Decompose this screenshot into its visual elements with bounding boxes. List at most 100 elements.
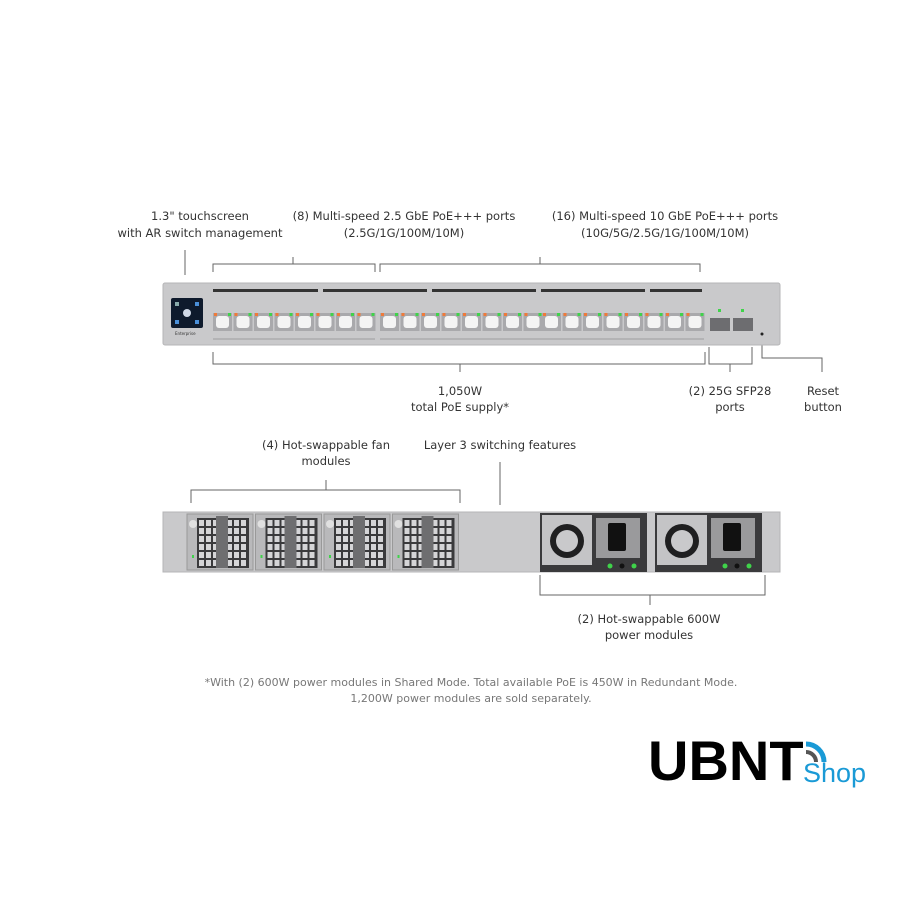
rj45-port[interactable] xyxy=(400,313,420,331)
rj45-port[interactable] xyxy=(254,313,273,331)
wifi-icon xyxy=(805,741,827,763)
port-led xyxy=(598,313,601,316)
port-led xyxy=(310,313,313,316)
port-led xyxy=(214,313,217,316)
ports16-label-2: (10G/5G/2.5G/1G/100M/10M) xyxy=(581,226,749,240)
port-led xyxy=(563,313,567,316)
port-led xyxy=(442,313,446,316)
touchscreen-label-2: with AR switch management xyxy=(118,226,283,240)
fan-module[interactable] xyxy=(255,513,322,571)
port-led xyxy=(497,313,501,316)
port-led xyxy=(463,313,466,316)
port-led xyxy=(316,313,320,316)
rj45-port[interactable] xyxy=(503,313,522,331)
port-led xyxy=(518,313,521,316)
power-inlet-icon xyxy=(723,523,741,551)
layer3-label: Layer 3 switching features xyxy=(424,438,576,452)
port-led xyxy=(618,313,622,316)
port-led xyxy=(357,313,361,316)
rj45-port[interactable] xyxy=(315,313,335,331)
fans-label-1: (4) Hot-swappable fan xyxy=(262,438,390,452)
rj45-port[interactable] xyxy=(482,313,502,331)
rj45-port[interactable] xyxy=(213,313,232,331)
touchscreen-label-1: 1.3" touchscreen xyxy=(151,209,249,223)
port-led xyxy=(557,313,560,316)
rj45-port[interactable] xyxy=(462,313,481,331)
enterprise-badge: Enterprise xyxy=(175,331,196,336)
port-led xyxy=(234,313,238,316)
port-led xyxy=(524,313,528,316)
sfp28-port-2[interactable] xyxy=(733,309,753,331)
port-led xyxy=(422,313,425,316)
power-module[interactable] xyxy=(655,513,762,572)
touchscreen-display[interactable] xyxy=(171,298,203,328)
port-led xyxy=(625,313,628,316)
fan-module[interactable] xyxy=(323,513,391,571)
power-module[interactable] xyxy=(540,513,647,572)
port-led xyxy=(456,313,460,316)
sfp-label-1: (2) 25G SFP28 xyxy=(689,384,772,398)
port-led xyxy=(639,313,642,316)
rj45-port[interactable] xyxy=(421,313,440,331)
port-led xyxy=(577,313,581,316)
rj45-port[interactable] xyxy=(644,313,664,331)
rj45-port[interactable] xyxy=(624,313,643,331)
port-group-label-strip xyxy=(380,338,542,340)
rj45-port[interactable] xyxy=(356,313,376,331)
footnote-line-2: 1,200W power modules are sold separately… xyxy=(350,692,591,705)
port-led xyxy=(543,313,546,316)
rj45-port[interactable] xyxy=(380,313,399,331)
ubnt-shop-logo: UBNT Shop xyxy=(648,729,866,792)
port-led xyxy=(289,313,293,316)
port-led xyxy=(381,313,384,316)
port-led xyxy=(700,313,704,316)
sfp28-port-1[interactable] xyxy=(710,309,730,331)
logo-sub: Shop xyxy=(803,758,866,788)
port-led xyxy=(228,313,231,316)
port-led xyxy=(477,313,480,316)
rj45-port[interactable] xyxy=(685,313,705,331)
rj45-port[interactable] xyxy=(523,313,543,331)
rj45-port[interactable] xyxy=(542,313,561,331)
rj45-port[interactable] xyxy=(295,313,314,331)
rj45-port[interactable] xyxy=(233,313,253,331)
sfp-label-2: ports xyxy=(715,400,745,414)
power-label-1: (2) Hot-swappable 600W xyxy=(578,612,721,626)
reset-button[interactable] xyxy=(760,332,764,336)
front-callouts xyxy=(184,250,823,372)
fans-label-2: modules xyxy=(301,454,350,468)
port-led xyxy=(296,313,299,316)
rj45-port[interactable] xyxy=(665,313,684,331)
rj45-port-group xyxy=(213,313,705,340)
port-led xyxy=(255,313,258,316)
fan-module[interactable] xyxy=(392,513,459,571)
rj45-port[interactable] xyxy=(274,313,294,331)
thumbscrew-icon xyxy=(257,520,266,528)
rj45-port[interactable] xyxy=(441,313,461,331)
port-led xyxy=(371,313,375,316)
port-led xyxy=(415,313,419,316)
ports16-label-1: (16) Multi-speed 10 GbE PoE+++ ports xyxy=(552,209,778,223)
rj45-port[interactable] xyxy=(603,313,623,331)
port-group-label-strip xyxy=(542,338,704,340)
port-led xyxy=(659,313,663,316)
logo-main: UBNT xyxy=(648,729,804,792)
port-led xyxy=(248,313,252,316)
rj45-port[interactable] xyxy=(583,313,602,331)
rj45-port[interactable] xyxy=(562,313,582,331)
power-label-2: power modules xyxy=(605,628,693,642)
rj45-port[interactable] xyxy=(336,313,355,331)
port-led xyxy=(604,313,608,316)
thumbscrew-icon xyxy=(189,520,197,528)
rear-callouts xyxy=(190,462,766,605)
port-led xyxy=(584,313,587,316)
port-led xyxy=(483,313,487,316)
fan-module[interactable] xyxy=(186,513,254,571)
port-led xyxy=(686,313,690,316)
port-led xyxy=(401,313,405,316)
port-led xyxy=(330,313,334,316)
thumbscrew-icon xyxy=(326,520,334,528)
poe-label-1: 1,050W xyxy=(438,384,482,398)
port-led xyxy=(275,313,279,316)
